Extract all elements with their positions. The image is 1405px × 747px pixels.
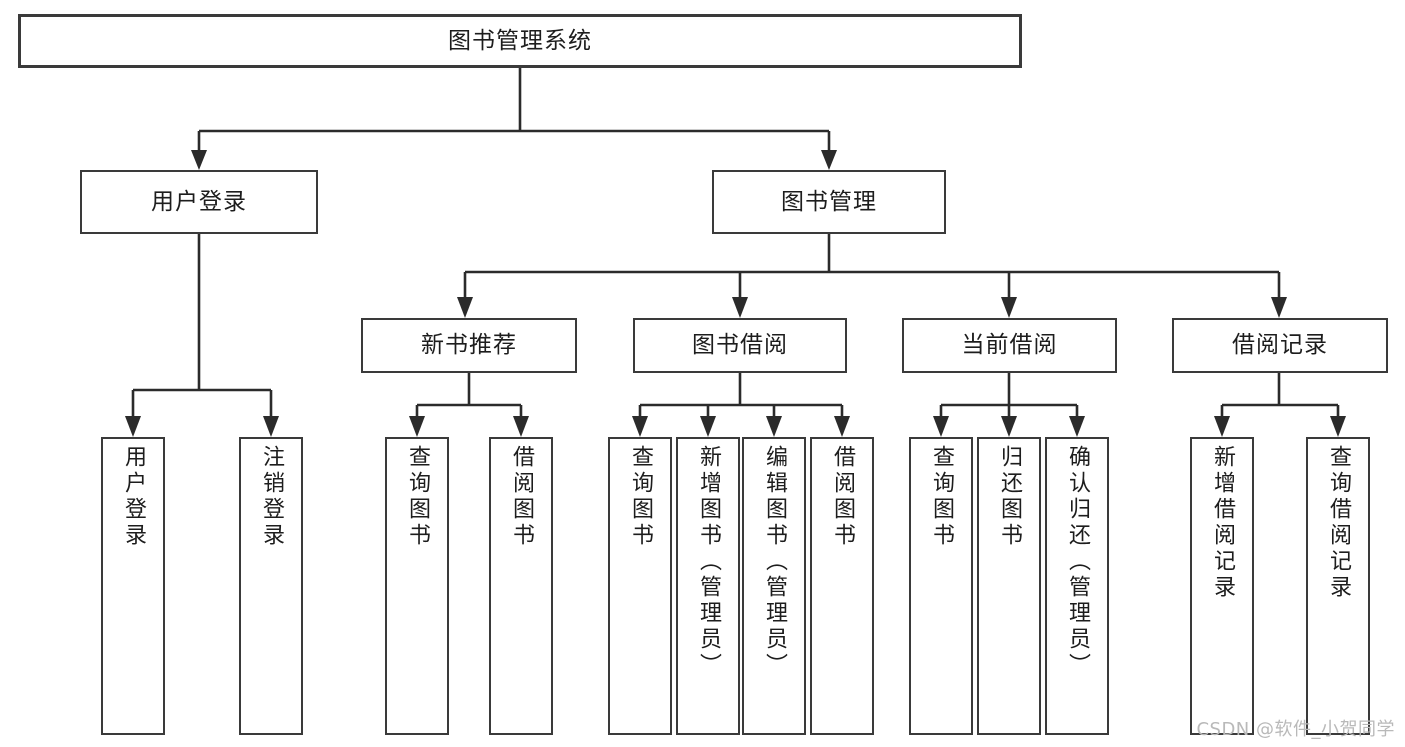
node-borrow-record[interactable]: 借阅记录	[1172, 318, 1388, 373]
arrow-userlogin-leaf-1	[125, 416, 141, 437]
node-root-book-management-system[interactable]: 图书管理系统	[18, 14, 1022, 68]
node-label: 用户登录	[121, 445, 146, 549]
node-label: 图书借阅	[692, 332, 788, 359]
arrow-borrow-leaf-4	[834, 416, 850, 437]
arrow-borrow-leaf-3	[766, 416, 782, 437]
arrow-current-leaf-1	[933, 416, 949, 437]
node-label: 注销登录	[259, 445, 284, 549]
node-book-borrow[interactable]: 图书借阅	[633, 318, 847, 373]
node-current-borrow[interactable]: 当前借阅	[902, 318, 1117, 373]
arrow-record-leaf-2	[1330, 416, 1346, 437]
leaf-new-book-query-book[interactable]: 查询图书	[385, 437, 449, 735]
leaf-book-borrow-edit-book-admin[interactable]: 编辑图书（管理员）	[742, 437, 806, 735]
node-label: 新书推荐	[421, 332, 517, 359]
node-label: 图书管理系统	[448, 27, 592, 54]
arrow-userlogin-leaf-2	[263, 416, 279, 437]
csdn-watermark: CSDN @软件_小贺同学	[1196, 719, 1395, 740]
arrow-root-to-bookmgmt	[821, 150, 837, 170]
node-label: 图书管理	[781, 188, 877, 215]
node-label: 用户登录	[151, 188, 247, 215]
leaf-book-borrow-query-book[interactable]: 查询图书	[608, 437, 672, 735]
arrow-current-leaf-3	[1069, 416, 1085, 437]
leaf-borrow-record-add-record[interactable]: 新增借阅记录	[1190, 437, 1254, 735]
arrow-borrow-leaf-2	[700, 416, 716, 437]
node-label: 归还图书	[997, 445, 1022, 549]
leaf-book-borrow-add-book-admin[interactable]: 新增图书（管理员）	[676, 437, 740, 735]
arrow-record-leaf-1	[1214, 416, 1230, 437]
node-label: 新增借阅记录	[1210, 445, 1235, 601]
arrow-bookmgmt-to-current	[1001, 297, 1017, 318]
node-label: 查询图书	[929, 445, 954, 549]
leaf-current-borrow-query-book[interactable]: 查询图书	[909, 437, 973, 735]
arrow-newbook-leaf-2	[513, 416, 529, 437]
node-label: 借阅图书	[509, 445, 534, 549]
arrow-bookmgmt-to-record	[1271, 297, 1287, 318]
node-label: 借阅图书	[830, 445, 855, 549]
node-label: 借阅记录	[1232, 332, 1328, 359]
node-label: 查询图书	[405, 445, 430, 549]
leaf-borrow-record-query-record[interactable]: 查询借阅记录	[1306, 437, 1370, 735]
arrow-bookmgmt-to-newbook	[457, 297, 473, 318]
arrow-root-to-userlogin	[191, 150, 207, 170]
node-label: 编辑图书（管理员）	[762, 445, 787, 679]
leaf-user-login-logout[interactable]: 注销登录	[239, 437, 303, 735]
leaf-new-book-borrow-book[interactable]: 借阅图书	[489, 437, 553, 735]
node-label: 新增图书（管理员）	[696, 445, 721, 679]
arrow-newbook-leaf-1	[409, 416, 425, 437]
arrow-borrow-leaf-1	[632, 416, 648, 437]
node-new-book-recommend[interactable]: 新书推荐	[361, 318, 577, 373]
leaf-book-borrow-borrow-book[interactable]: 借阅图书	[810, 437, 874, 735]
leaf-current-borrow-return-book[interactable]: 归还图书	[977, 437, 1041, 735]
node-book-management[interactable]: 图书管理	[712, 170, 946, 234]
node-label: 当前借阅	[961, 332, 1058, 359]
arrow-bookmgmt-to-borrow	[732, 297, 748, 318]
leaf-user-login-login[interactable]: 用户登录	[101, 437, 165, 735]
node-user-login[interactable]: 用户登录	[80, 170, 318, 234]
node-label: 查询图书	[628, 445, 653, 549]
leaf-current-borrow-confirm-return-admin[interactable]: 确认归还（管理员）	[1045, 437, 1109, 735]
arrow-current-leaf-2	[1001, 416, 1017, 437]
node-label: 查询借阅记录	[1326, 445, 1351, 601]
node-label: 确认归还（管理员）	[1065, 445, 1090, 679]
